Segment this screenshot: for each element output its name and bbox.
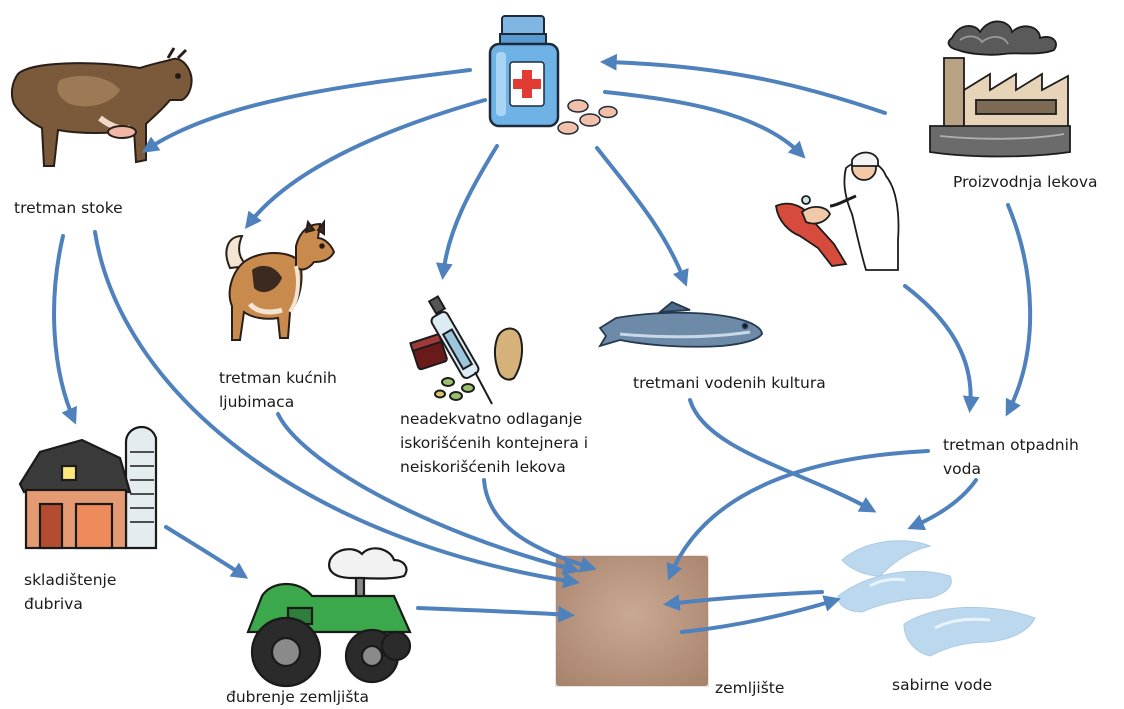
label-aquaculture-treatment: tretmani vodenih kultura	[633, 371, 826, 395]
label-line: đubriva	[24, 595, 83, 613]
label-line: tretmani vodenih kultura	[633, 374, 826, 392]
arrow-aquaculture-to-water	[688, 398, 877, 513]
arrow-wastewater-to-soil	[666, 449, 930, 581]
label-improper-disposal: neadekvatno odlaganje iskorišćenih konte…	[400, 407, 588, 479]
label-soil-fertilizing: đubrenje zemljišta	[226, 685, 369, 709]
cow-icon	[10, 47, 193, 167]
dentist-icon	[775, 151, 900, 271]
arrow-pets-to-soil	[276, 412, 580, 576]
arrow-livestock-to-storage	[52, 234, 77, 425]
barn-silo-icon	[18, 426, 158, 550]
arrow-medicine-to-livestock	[141, 68, 472, 153]
arrow-medicine-to-doctor	[603, 90, 806, 159]
medicine-bottle-icon	[488, 15, 618, 135]
label-pet-treatment: tretman kućnih ljubimaca	[219, 366, 337, 414]
label-manure-storage: skladištenje đubriva	[24, 568, 116, 616]
arrow-soil-to-water	[680, 595, 841, 634]
arrow-livestock-to-soil	[93, 230, 580, 589]
arrow-doctor-to-wastewater	[903, 284, 980, 414]
water-waves-icon	[837, 540, 1036, 657]
label-line: neadekvatno odlaganje	[400, 410, 583, 428]
arrow-medicine-to-pets	[244, 98, 487, 230]
arrow-fertilizing-to-soil	[416, 605, 576, 623]
label-line: zemljište	[715, 679, 785, 697]
arrow-factory-to-medicine	[599, 53, 887, 115]
label-line: voda	[943, 460, 981, 478]
syringe-pills-icon	[409, 295, 523, 405]
label-line: sabirne vode	[892, 676, 993, 694]
label-line: tretman kućnih	[219, 369, 337, 387]
label-receiving-waters: sabirne vode	[892, 673, 992, 697]
label-line: Proizvodnja lekova	[953, 173, 1098, 191]
label-line: đubrenje zemljišta	[226, 688, 370, 706]
label-soil: zemljište	[715, 676, 784, 700]
label-line: tretman otpadnih	[943, 436, 1079, 454]
factory-icon	[929, 20, 1071, 158]
arrow-wastewater-to-water	[907, 478, 978, 531]
arrow-water-to-soil	[662, 590, 824, 611]
label-line: ljubimaca	[219, 393, 295, 411]
fish-icon	[598, 300, 763, 348]
label-wastewater-treatment: tretman otpadnih voda	[943, 433, 1079, 481]
arrow-medicine-to-aquaculture	[595, 146, 689, 287]
label-drug-production: Proizvodnja lekova	[953, 170, 1098, 194]
soil-patch-icon	[555, 555, 709, 687]
arrow-factory-to-wastewater	[1005, 203, 1033, 417]
label-line: skladištenje	[24, 571, 117, 589]
arrow-disposal-to-soil	[482, 478, 597, 573]
label-livestock-treatment: tretman stoke	[14, 196, 123, 220]
label-line: iskorišćenih kontejnera i	[400, 434, 589, 452]
arrow-medicine-to-disposal	[435, 144, 499, 281]
label-line: neiskorišćenih lekova	[400, 458, 566, 476]
tractor-icon	[246, 547, 412, 688]
flow-arrows	[52, 53, 1033, 634]
arrow-storage-to-fertilizing	[164, 525, 249, 579]
label-line: tretman stoke	[14, 199, 123, 217]
dog-icon	[225, 219, 336, 341]
